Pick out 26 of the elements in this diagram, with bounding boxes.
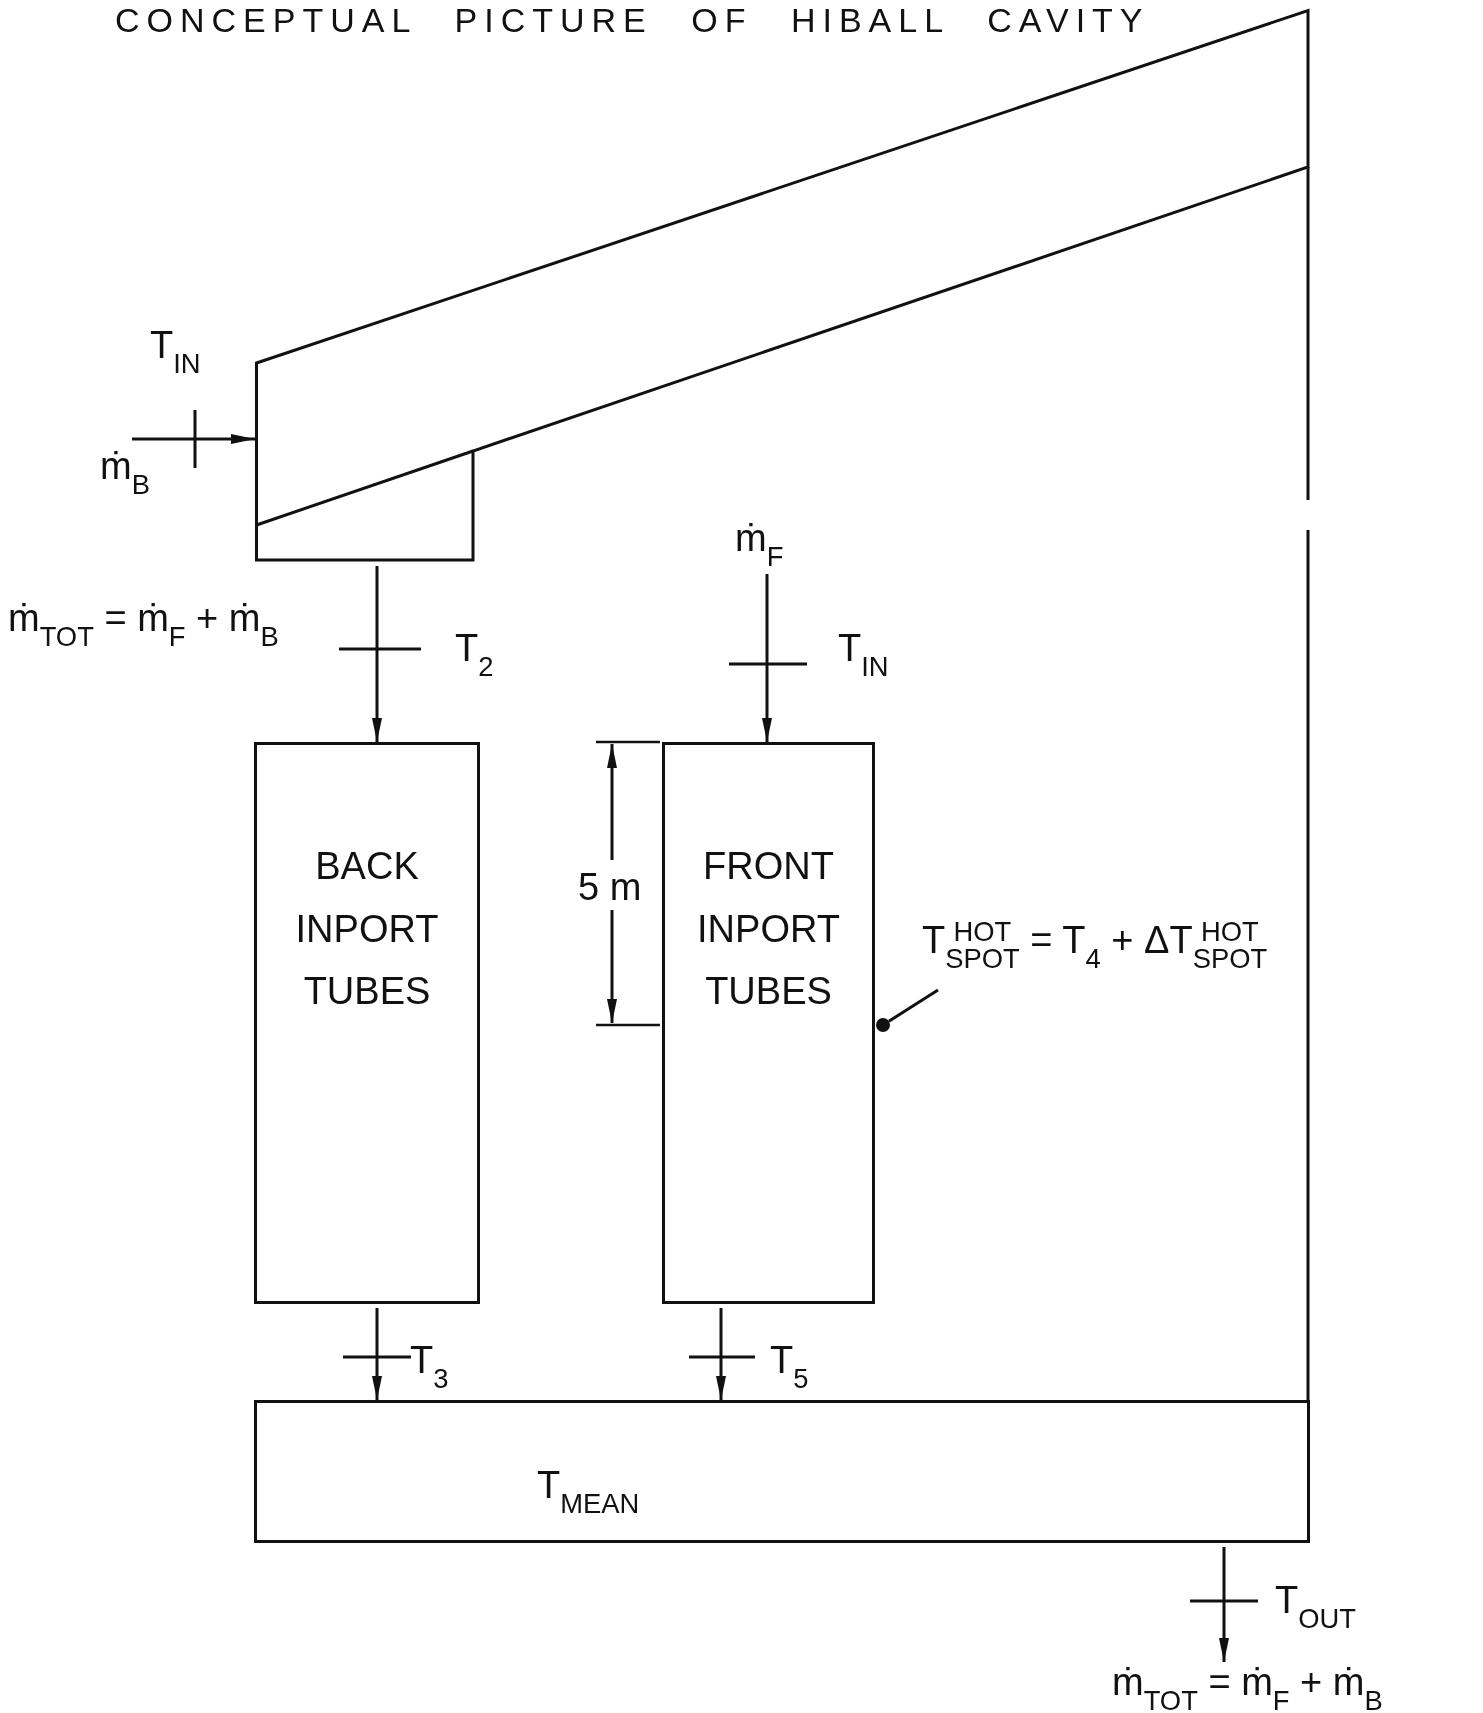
dimension-label: 5 m [578, 867, 642, 909]
temperature-label: T$_{IN}$ [838, 628, 889, 681]
flow-rate-label: ṁ$_{B}$ [100, 446, 150, 499]
flow-rate-label: ṁ$_{TOT}$ = ṁ$_{F}$ + ṁ$_{B}$ [1112, 1662, 1383, 1713]
tube-bank-box [662, 742, 875, 1304]
flow-arrow [1219, 1547, 1229, 1662]
temperature-label: T$_{OUT}$ [1275, 1580, 1356, 1633]
tube-bank-box [254, 742, 480, 1304]
tube-label: BACK INPORT TUBES [294, 844, 440, 1015]
flow-arrow [372, 1308, 382, 1400]
temperature-label: T$_{5}$ [770, 1340, 809, 1393]
temperature-label: T$_{2}$ [455, 628, 494, 681]
flow-arrow [372, 566, 382, 742]
flow-arrow [716, 1308, 726, 1400]
temperature-label: T$_{IN}$ [150, 325, 201, 378]
flow-arrow [132, 434, 255, 444]
tube-label: FRONT INPORT TUBES [696, 844, 841, 1015]
diagram-title: CONCEPTUAL PICTURE OF HIBALL CAVITY [115, 2, 1150, 40]
flow-arrow [762, 574, 772, 742]
leader-line [888, 988, 939, 1023]
temperature-label: T$_{3}$ [410, 1340, 449, 1393]
flow-rate-label: ṁ$_{TOT}$ = ṁ$_{F}$ + ṁ$_{B}$ [8, 598, 279, 651]
hot-spot-dot [876, 1018, 890, 1032]
flow-rate-label: ṁ$_{F}$ [735, 518, 784, 571]
temperature-label: T$_{MEAN}$ [537, 1465, 640, 1518]
outlet-plenum-box [254, 1400, 1310, 1543]
